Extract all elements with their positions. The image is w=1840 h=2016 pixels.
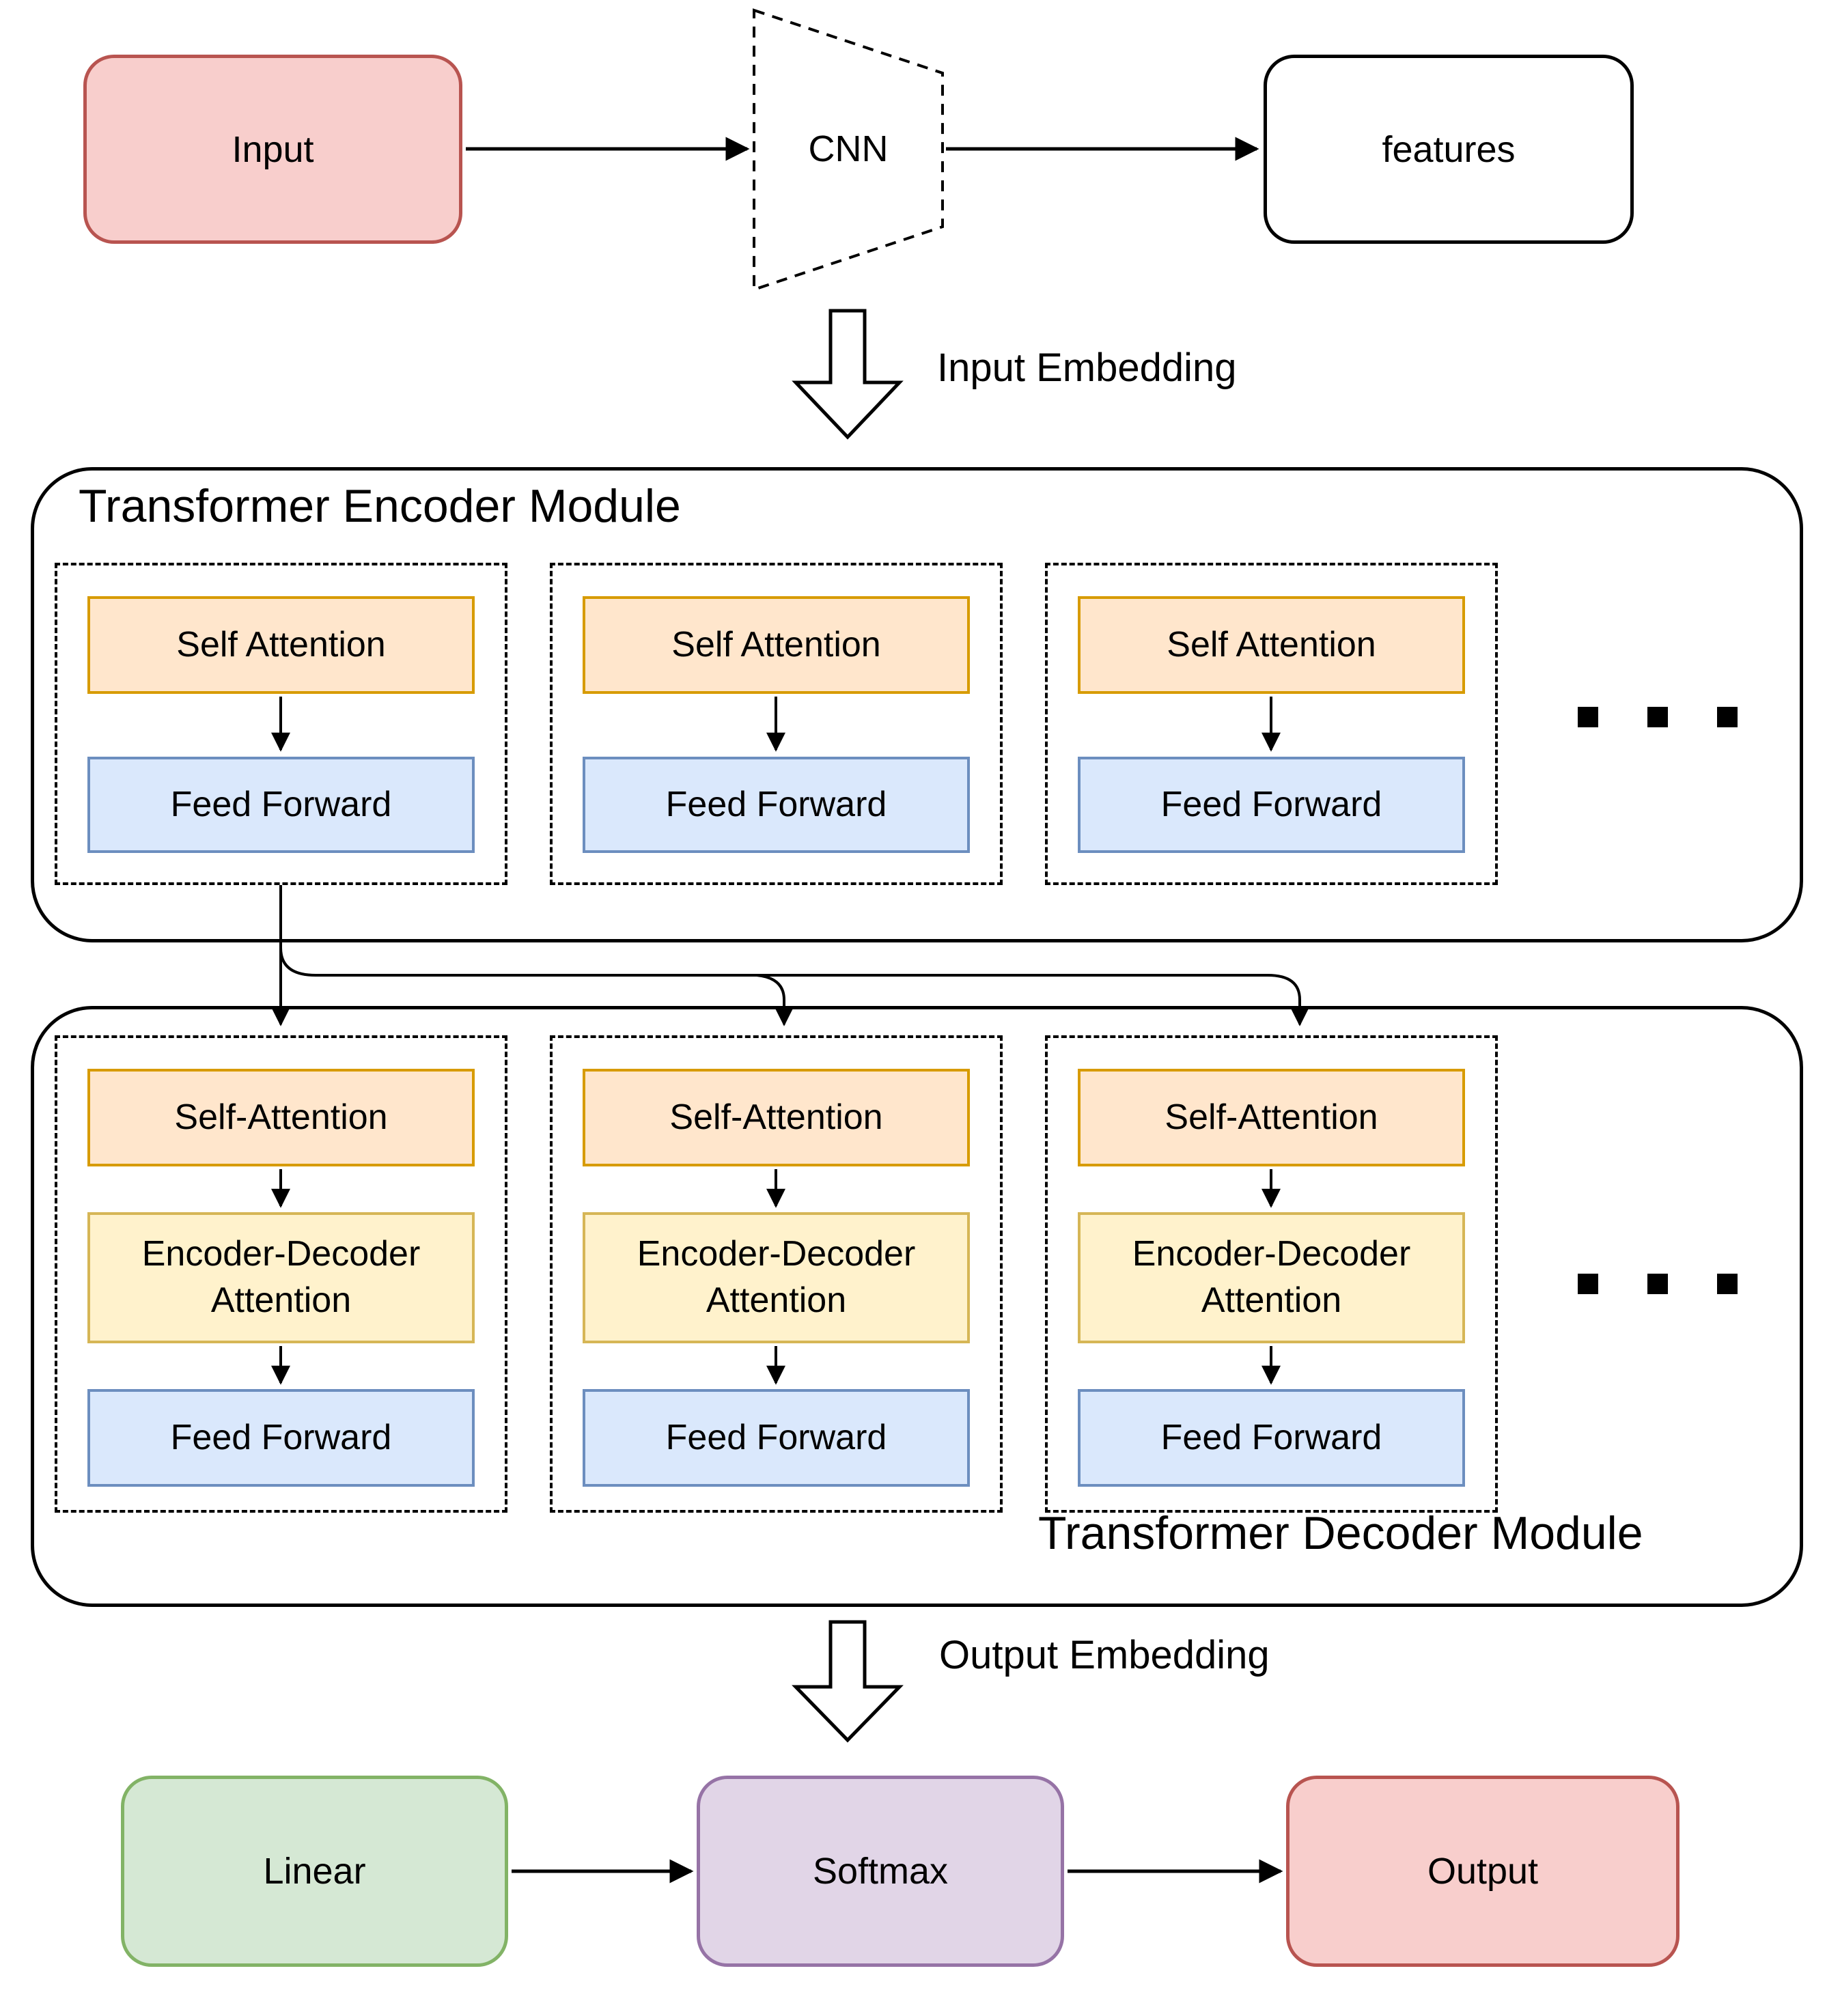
output-embedding-down-arrow-icon — [792, 1620, 904, 1743]
ellipsis-dot — [1647, 1274, 1668, 1294]
cnn-label: CNN — [808, 128, 889, 169]
self-attention-node: Self-Attention — [87, 1069, 475, 1166]
ellipsis-dot — [1717, 707, 1738, 727]
feed-forward-node: Feed Forward — [87, 757, 475, 853]
softmax-node: Softmax — [697, 1776, 1064, 1967]
feed-forward-node: Feed Forward — [583, 1389, 970, 1487]
encoder-decoder-attention-node: Encoder-Decoder Attention — [87, 1212, 475, 1343]
feed-forward-node: Feed Forward — [583, 757, 970, 853]
self-attention-node: Self Attention — [87, 596, 475, 694]
ellipsis-dot — [1578, 707, 1598, 727]
feed-forward-node: Feed Forward — [1078, 1389, 1465, 1487]
encoder-ellipsis-icon — [1578, 707, 1738, 727]
ellipsis-dot — [1578, 1274, 1598, 1294]
linear-node: Linear — [121, 1776, 508, 1967]
ellipsis-dot — [1647, 707, 1668, 727]
self-attention-node: Self-Attention — [1078, 1069, 1465, 1166]
decoder-ellipsis-icon — [1578, 1274, 1738, 1294]
input-embedding-label: Input Embedding — [937, 346, 1237, 390]
encoder-decoder-attention-node: Encoder-Decoder Attention — [1078, 1212, 1465, 1343]
ellipsis-dot — [1717, 1274, 1738, 1294]
self-attention-node: Self-Attention — [583, 1069, 970, 1166]
encoder-module-title: Transformer Encoder Module — [79, 480, 681, 532]
features-node: features — [1264, 55, 1634, 244]
self-attention-node: Self Attention — [583, 596, 970, 694]
encoder-decoder-attention-node: Encoder-Decoder Attention — [583, 1212, 970, 1343]
feed-forward-node: Feed Forward — [87, 1389, 475, 1487]
input-node: Input — [83, 55, 462, 244]
self-attention-node: Self Attention — [1078, 596, 1465, 694]
output-node: Output — [1286, 1776, 1679, 1967]
input-embedding-down-arrow-icon — [792, 309, 904, 440]
output-embedding-label: Output Embedding — [939, 1633, 1270, 1677]
feed-forward-node: Feed Forward — [1078, 757, 1465, 853]
decoder-module-title: Transformer Decoder Module — [1038, 1507, 1643, 1559]
